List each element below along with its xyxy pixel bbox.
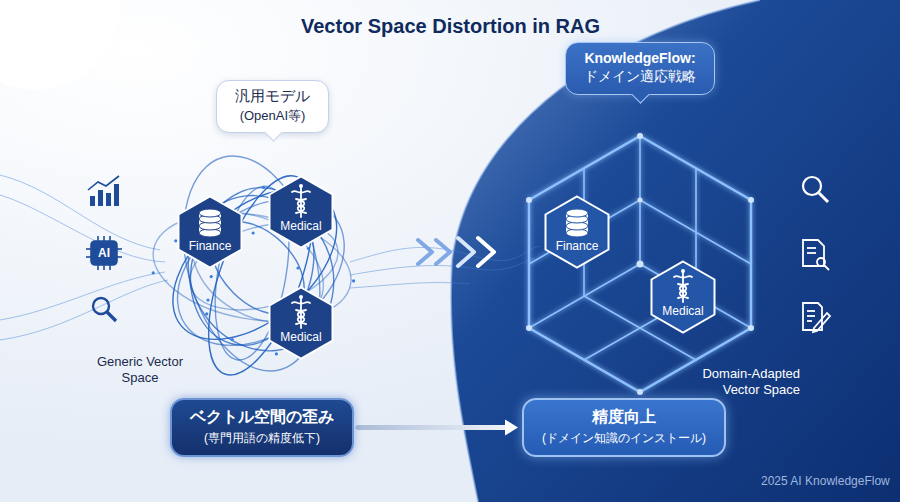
network-dot	[252, 231, 255, 234]
domain-hexagon: Finance	[177, 195, 243, 269]
connector-arrow	[358, 425, 506, 430]
domain-hexagon: Finance	[544, 195, 610, 269]
node-heading: Finance	[544, 240, 610, 253]
hexagon-outline	[270, 177, 333, 248]
result-box: 精度向上 (ドメイン知識のインストール)	[522, 398, 726, 457]
hexagon-outline	[179, 197, 242, 268]
callout-bubble: KnowledgeFlow: ドメイン適応戦略	[565, 42, 715, 95]
database-icon	[566, 209, 588, 237]
hexagon-outline	[270, 288, 333, 359]
ai-chip-icon	[86, 236, 122, 270]
network-dot	[307, 247, 310, 250]
callout-bubble: 汎用モデル(OpenAI等)	[216, 80, 329, 133]
domain-hexagon: Medical	[268, 286, 334, 360]
document-edit-icon	[803, 303, 830, 332]
network-dot	[231, 338, 234, 341]
network-dot	[352, 279, 355, 282]
network-loop	[150, 169, 372, 376]
chip-label: AI	[98, 246, 110, 260]
network-dot	[275, 352, 278, 355]
corner-circle	[0, 0, 120, 90]
domain-hexagon: Medical	[268, 175, 334, 249]
network-dot	[205, 312, 208, 315]
node-subtext: (専門用語の精度低下)	[190, 430, 334, 447]
network-loop	[160, 169, 361, 378]
caduceus-icon	[292, 184, 310, 217]
node-heading: Medical	[268, 220, 334, 233]
diagram-title: Vector Space Distortion in RAG	[301, 15, 600, 38]
caduceus-icon	[674, 269, 692, 302]
tangled-network	[145, 141, 372, 388]
network-dot	[206, 298, 209, 301]
node-heading: KnowledgeFlow:	[584, 50, 696, 66]
network-dot	[296, 266, 299, 269]
hexagon-shape	[177, 195, 243, 269]
hex-wireframe	[529, 136, 751, 392]
magnifier-icon	[93, 298, 116, 321]
network-dot	[210, 275, 213, 278]
node-subtext: (OpenAI等)	[235, 107, 310, 125]
watermark: 2025 AI KnowledgeFlow	[761, 474, 890, 488]
node-heading: Medical	[650, 305, 716, 318]
hexagon-shape	[544, 195, 610, 269]
problem-box: ベクトル空間の歪み (専門用語の精度低下)	[170, 398, 354, 457]
domain-hexagon: Medical	[650, 260, 716, 334]
node-heading: Medical	[268, 331, 334, 344]
hexagon-outline	[546, 197, 609, 268]
document-search-icon	[803, 240, 829, 270]
node-subtext: (ドメイン知識のインストール)	[542, 430, 706, 447]
network-dot	[262, 186, 265, 189]
space-label: Domain-Adapted Vector Space	[688, 366, 800, 397]
network-dot	[174, 239, 177, 242]
space-label: Generic Vector Space	[92, 354, 188, 385]
hexagon-shape	[268, 286, 334, 360]
node-heading: 汎用モデル	[235, 87, 310, 106]
network-dot	[152, 271, 155, 274]
node-subtext: ドメイン適応戦略	[584, 68, 696, 86]
network-loop	[161, 141, 342, 387]
arrow-head	[505, 420, 518, 436]
database-icon	[199, 209, 221, 237]
dark-ground	[451, 0, 900, 502]
node-heading: ベクトル空間の歪み	[190, 407, 334, 428]
wireframe-nodes	[526, 133, 754, 395]
hexagon-shape	[650, 260, 716, 334]
caduceus-icon	[292, 295, 310, 328]
bar-chart-icon	[88, 176, 119, 206]
node-heading: Finance	[177, 240, 243, 253]
hexagon-outline	[652, 262, 715, 333]
node-heading: 精度向上	[542, 407, 706, 428]
chevrons	[418, 238, 494, 266]
hexagon-shape	[268, 175, 334, 249]
network-loop	[145, 160, 364, 369]
search-icon	[803, 177, 828, 202]
